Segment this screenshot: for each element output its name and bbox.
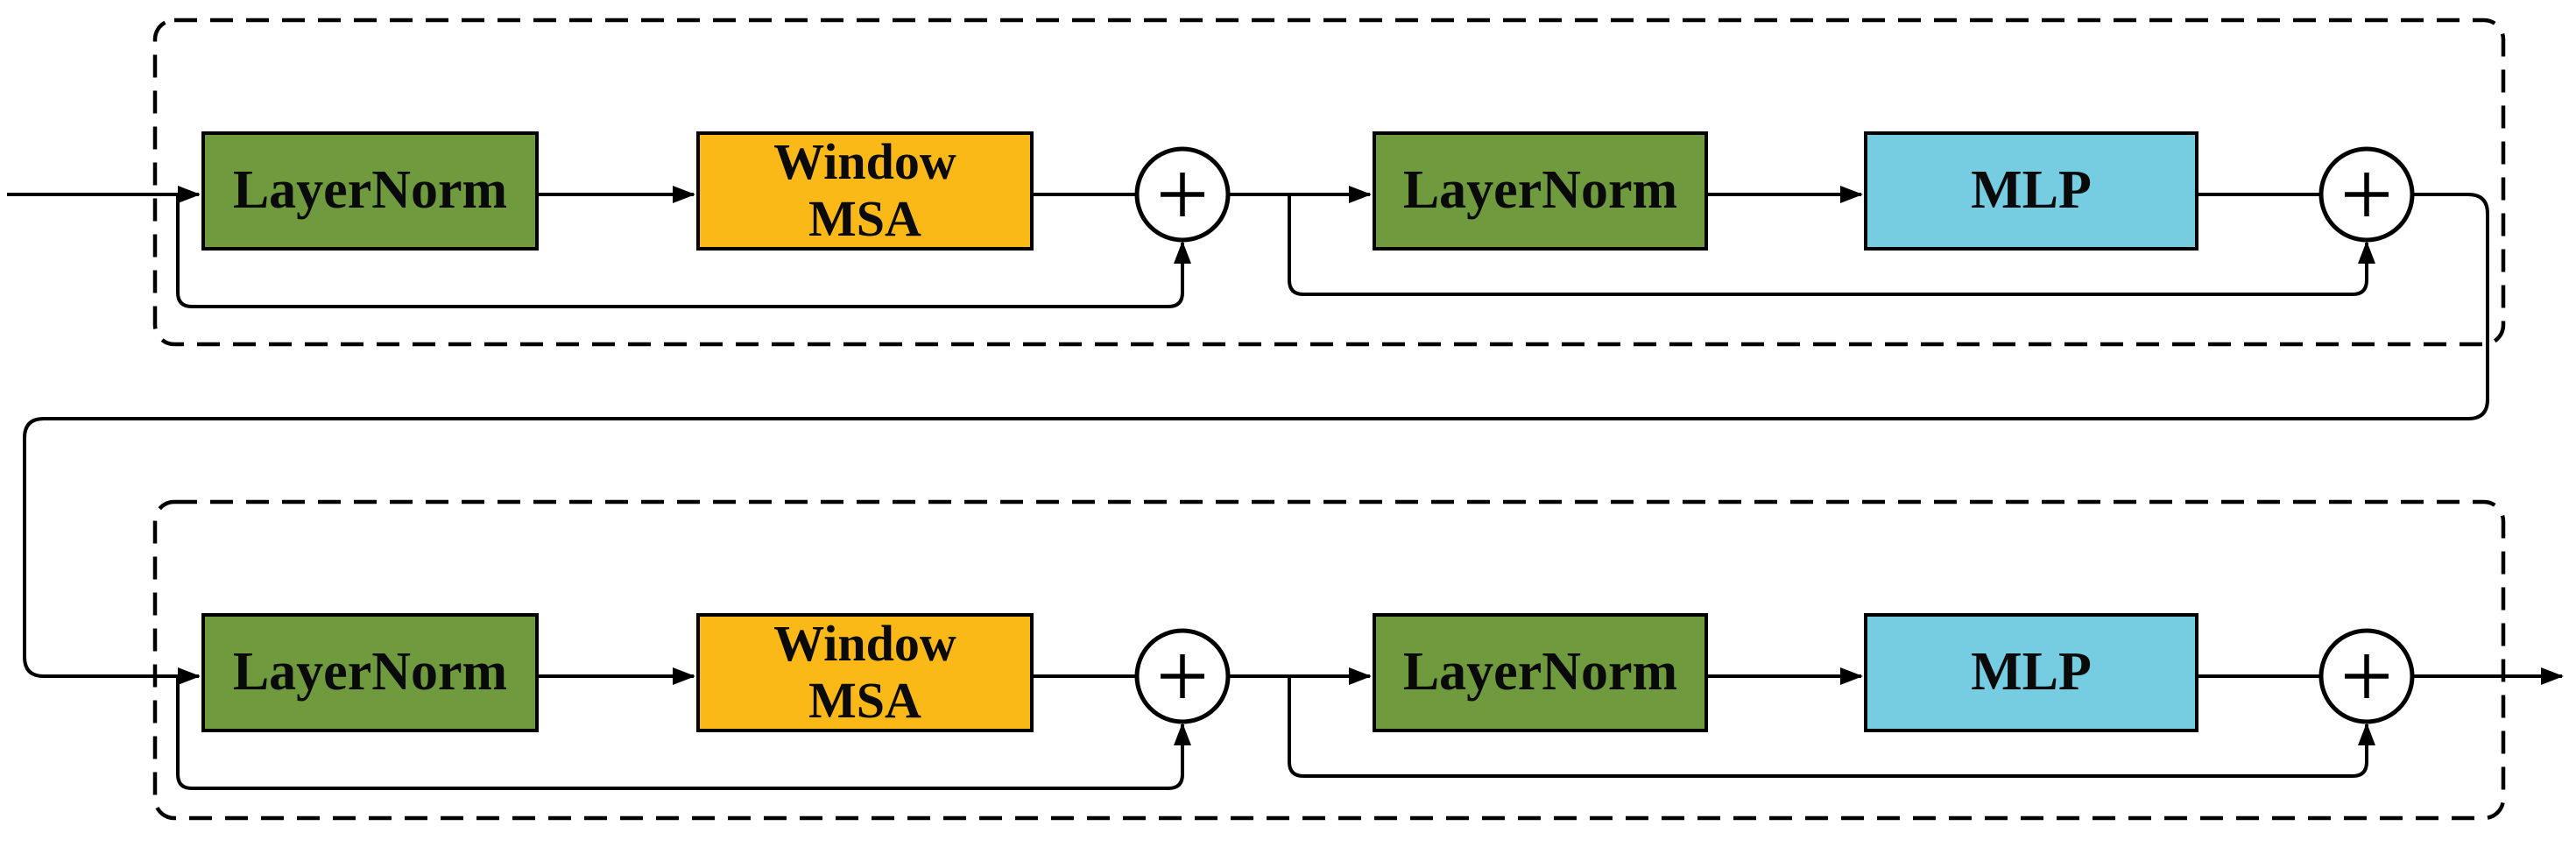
node-label: LayerNorm xyxy=(232,160,508,221)
transformer-block-1-boundary xyxy=(152,18,2506,347)
node-label-line-2: MSA xyxy=(808,672,921,729)
residual-skip-4 xyxy=(1288,676,2375,778)
node-label-line-1: Window xyxy=(773,615,956,673)
node-layernorm-4: LayerNorm xyxy=(1373,613,1708,732)
node-label-line-1: Window xyxy=(773,133,956,191)
block1-to-block2-wrap-wire xyxy=(23,193,2489,685)
node-label: MLP xyxy=(1971,160,2092,221)
node-label: LayerNorm xyxy=(232,642,508,702)
node-mlp-1: MLP xyxy=(1864,131,2198,251)
node-mlp-2: MLP xyxy=(1864,613,2198,732)
node-window-msa-1: Window MSA xyxy=(696,131,1034,251)
plus-icon xyxy=(1161,173,1204,216)
residual-skip-3 xyxy=(176,676,1191,790)
node-layernorm-1: LayerNorm xyxy=(201,131,539,251)
transformer-block-2-boundary xyxy=(152,499,2506,821)
add-operator-1 xyxy=(1134,146,1231,243)
node-label: MLP xyxy=(1971,642,2092,702)
residual-skip-2 xyxy=(1288,194,2375,296)
node-window-msa-2: Window MSA xyxy=(696,613,1034,732)
add-operator-2 xyxy=(2318,146,2415,243)
add-operator-4 xyxy=(2318,628,2415,724)
add-operator-3 xyxy=(1134,628,1231,724)
node-label: LayerNorm xyxy=(1402,642,1678,702)
plus-icon xyxy=(2345,173,2389,216)
residual-skip-1 xyxy=(176,194,1191,308)
node-layernorm-3: LayerNorm xyxy=(201,613,539,732)
plus-icon xyxy=(2345,654,2389,698)
node-layernorm-2: LayerNorm xyxy=(1373,131,1708,251)
node-label: LayerNorm xyxy=(1402,160,1678,221)
plus-icon xyxy=(1161,654,1204,698)
node-label-line-2: MSA xyxy=(808,190,921,247)
